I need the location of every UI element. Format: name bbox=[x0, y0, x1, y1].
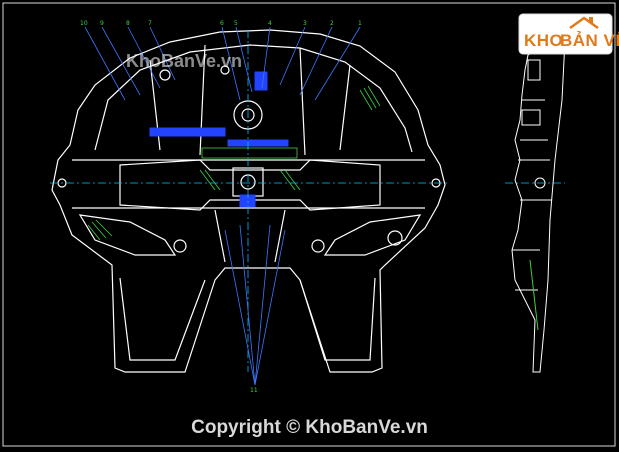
plate-outline bbox=[51, 29, 446, 373]
copyright-text: Copyright © KhoBanVe.vn bbox=[191, 417, 428, 438]
watermark: KhoBanVe.vn bbox=[126, 51, 242, 71]
part-number: 9 bbox=[100, 20, 104, 27]
highlighted-parts bbox=[149, 71, 289, 208]
right-leg bbox=[299, 277, 376, 361]
part-number: 8 bbox=[126, 20, 130, 27]
central-bar bbox=[119, 159, 381, 211]
side-view bbox=[511, 39, 566, 373]
inner-frame bbox=[72, 159, 425, 209]
part-number: 6 bbox=[220, 20, 224, 27]
part-number: 10 bbox=[80, 20, 88, 27]
hatch-regions bbox=[87, 85, 381, 241]
part-number: 3 bbox=[303, 20, 307, 27]
left-lower-hole bbox=[173, 239, 187, 253]
left-arm bbox=[78, 214, 177, 256]
top-left-hole bbox=[159, 69, 171, 81]
top-hole bbox=[220, 65, 230, 75]
right-lower-hole bbox=[311, 239, 325, 253]
logo-text-kho: KHO bbox=[524, 31, 563, 50]
logo-text-banve: BẢN VẼ bbox=[560, 30, 619, 50]
inner-arch bbox=[94, 44, 413, 153]
part-number: 7 bbox=[148, 20, 152, 27]
leader-lines bbox=[84, 26, 361, 386]
part-labels: 10 9 8 7 6 5 4 3 2 1 11 bbox=[80, 20, 362, 394]
part-number: 1 bbox=[358, 20, 362, 27]
part-number: 11 bbox=[250, 387, 258, 394]
part-number: 4 bbox=[268, 20, 272, 27]
part-number: 5 bbox=[234, 20, 238, 27]
right-arm bbox=[323, 214, 422, 256]
ribs bbox=[149, 44, 351, 263]
right-bolt-hole bbox=[387, 230, 403, 246]
part-number: 2 bbox=[330, 20, 334, 27]
drawing-frame bbox=[2, 2, 616, 447]
left-leg bbox=[119, 277, 206, 361]
centerlines bbox=[50, 30, 565, 372]
brand-logo: KHO BẢN VẼ bbox=[518, 13, 619, 55]
